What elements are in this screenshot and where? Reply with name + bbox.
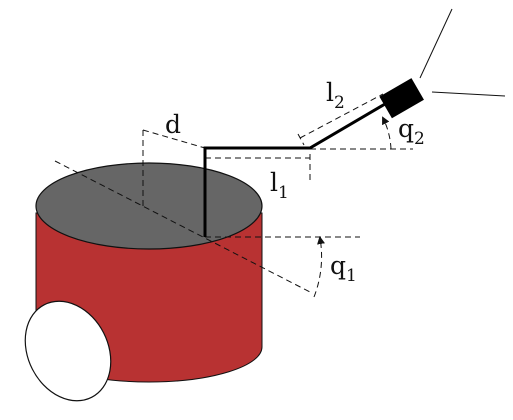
base-oblique-axis — [54, 160, 311, 293]
label-d: d — [165, 110, 181, 139]
gripper-finger-right — [431, 91, 506, 97]
label-q2-subscript: 2 — [414, 129, 425, 149]
robot-arm — [203, 102, 386, 237]
d-upper-reference — [142, 129, 206, 149]
gripper-block — [379, 78, 424, 119]
l2-dimension — [299, 93, 384, 139]
label-l1-base: l — [270, 168, 278, 197]
l2-start-tick — [297, 133, 305, 146]
front-wheel — [24, 300, 112, 402]
gripper-finger-top — [419, 8, 453, 79]
end-effector — [379, 8, 506, 119]
label-l2-subscript: 2 — [334, 93, 345, 113]
arm-links — [203, 102, 386, 237]
reference-lines — [54, 93, 413, 293]
label-q2-base: q — [398, 114, 414, 143]
label-q1-subscript: 1 — [346, 266, 357, 286]
joint-angles — [313, 116, 392, 298]
label-l2-base: l — [326, 78, 334, 107]
robot-base — [24, 162, 263, 402]
cylinder-top — [35, 162, 263, 250]
labels: d l1 l2 q2 q1 — [165, 78, 425, 286]
label-q1-base: q — [330, 251, 346, 280]
label-q2: q2 — [398, 114, 425, 149]
label-l1: l1 — [270, 168, 289, 203]
label-q1: q1 — [330, 251, 357, 286]
label-l1-subscript: 1 — [278, 183, 289, 203]
q2-angle-arc — [382, 116, 392, 150]
label-l2: l2 — [326, 78, 345, 113]
q1-angle-arc — [313, 236, 325, 298]
